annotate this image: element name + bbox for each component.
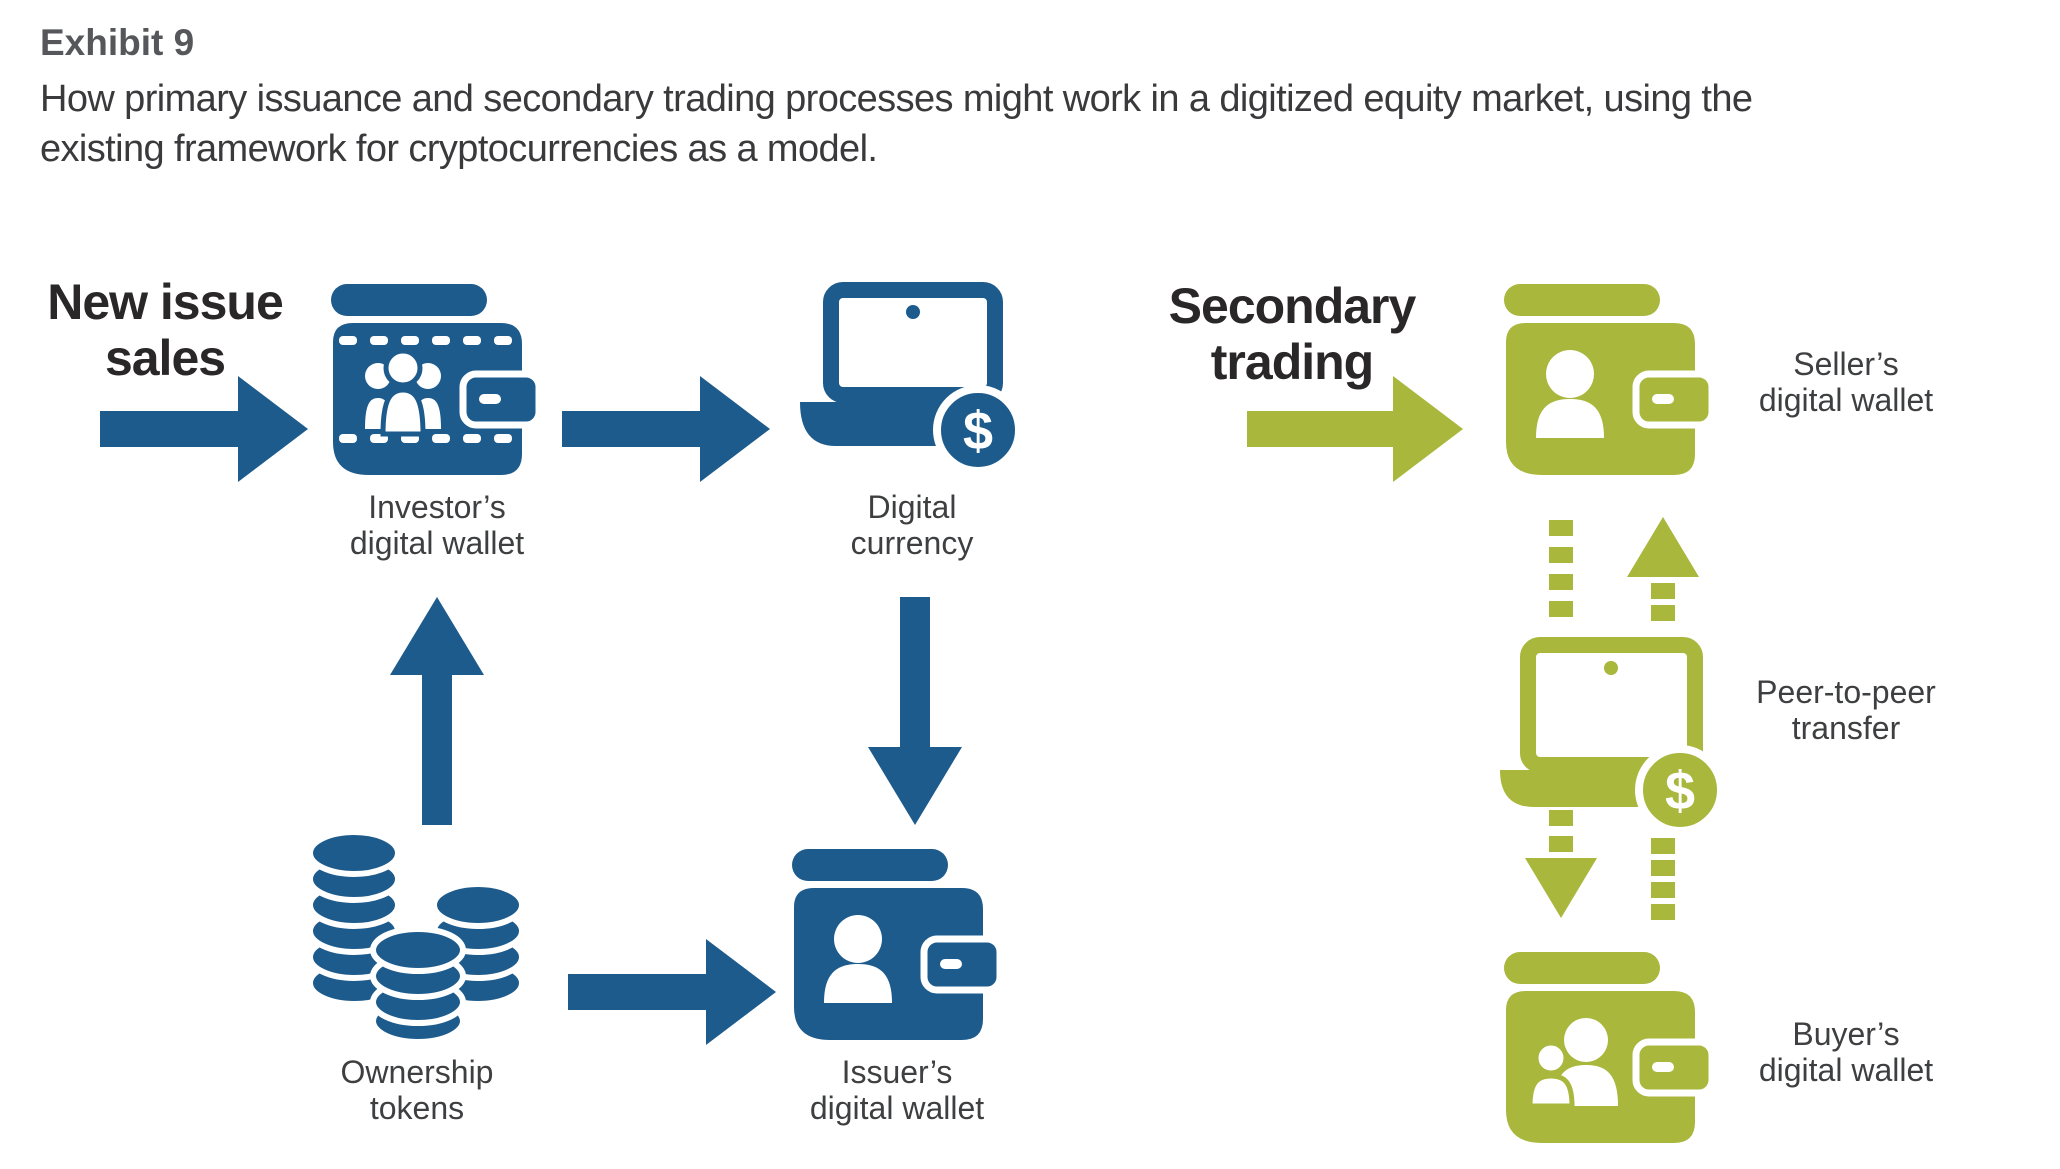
dollar-badge	[1635, 745, 1725, 835]
tablet-dollar-icon: $	[1500, 637, 1725, 835]
seller-to-p2p-dashed-line-icon	[1549, 520, 1573, 617]
currency-to-issuer-arrow-icon	[868, 597, 962, 825]
wallet-to-currency-arrow-icon	[562, 376, 770, 482]
person-glyph	[824, 915, 892, 1003]
p2p-to-seller-up-arrow-icon	[1627, 517, 1699, 621]
secondary-trading-arrow-icon	[1247, 376, 1463, 482]
issuer-wallet-label: Issuer’s digital wallet	[809, 1054, 985, 1126]
tokens-to-issuer-arrow-icon	[568, 939, 776, 1045]
digital-currency-label: Digital currency	[850, 489, 974, 561]
new-issue-arrow-icon	[100, 376, 308, 482]
dollar-sign: $	[963, 401, 993, 461]
dollar-badge	[933, 385, 1020, 475]
wallet-pocket	[1632, 370, 1716, 429]
buyer-to-p2p-dashed-line-icon	[1651, 838, 1675, 920]
person-glyph	[1536, 350, 1604, 438]
p2p-to-buyer-down-arrow-icon	[1525, 810, 1597, 918]
two-people-glyph	[1527, 1018, 1618, 1109]
coin-stack-front	[370, 926, 466, 1043]
camera-dot	[906, 305, 920, 319]
seller-wallet-person-icon	[1504, 284, 1716, 475]
dollar-sign: $	[1665, 761, 1695, 821]
wallet-pocket	[920, 935, 1004, 994]
wallet-pocket	[459, 370, 543, 429]
p2p-transfer-label: Peer-to-peer transfer	[1756, 674, 1936, 746]
wallet-pocket	[1632, 1038, 1716, 1097]
issuer-wallet-person-icon	[792, 849, 1004, 1040]
exhibit-label: Exhibit 9	[40, 22, 195, 63]
camera-dot	[1604, 661, 1618, 675]
investor-wallet-people-icon	[331, 284, 543, 475]
coin-stacks-icon	[308, 832, 523, 1043]
seller-wallet-label: Seller’s digital wallet	[1758, 346, 1934, 418]
exhibit-description: How primary issuance and secondary tradi…	[40, 78, 1753, 170]
people-group-glyph	[365, 348, 441, 437]
ownership-tokens-label: Ownership tokens	[340, 1054, 494, 1126]
tokens-to-investor-arrow-icon	[390, 597, 484, 825]
buyer-wallet-label: Buyer’s digital wallet	[1758, 1016, 1934, 1088]
laptop-dollar-icon: $	[800, 282, 1020, 475]
investor-wallet-label: Investor’s digital wallet	[349, 489, 525, 561]
primary-flow-heading: New issue sales	[47, 274, 284, 386]
secondary-flow-heading: Secondary trading	[1168, 278, 1417, 390]
buyer-wallet-two-people-icon	[1504, 952, 1716, 1143]
